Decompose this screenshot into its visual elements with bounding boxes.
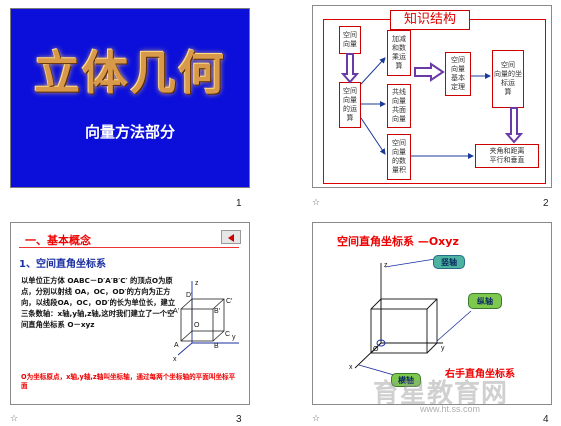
cube-label-D-prime: D′ (186, 292, 193, 299)
cube-label-A-prime: A′ (173, 308, 180, 315)
slide-2-thumbnail[interactable]: 知识结构 空间 向量 加减 和数 乘运 算 空间 向量 基本 定理 空间 向量的… (312, 5, 552, 188)
slide-1-title: 立体几何 (34, 46, 226, 100)
knowledge-arrows (340, 53, 524, 159)
section-title: 一、基本概念 (25, 234, 91, 247)
box-basic-theorem: 空间 向量 基本 定理 (445, 52, 471, 96)
axis-label-z: z (384, 262, 388, 269)
box-vector-ops: 空间 向量 的运 算 (339, 82, 361, 128)
box-angle-distance: 夹角和距离 平行和垂直 (475, 144, 539, 168)
cube-label-B-prime: B′ (214, 308, 221, 315)
watermark-url: www.ht.ss.com (420, 404, 481, 414)
cube-label-y: y (232, 334, 236, 341)
slide-3-thumbnail[interactable]: 一、基本概念 1、空间直角坐标系 以单位正方体 OABC－D′A′B′C′ 的顶… (10, 222, 250, 405)
slide-1-subtitle: 向量方法部分 (84, 123, 175, 141)
back-arrow-icon (228, 234, 234, 242)
slide-2-number: 2 (543, 198, 549, 209)
axis-label-O: O (373, 346, 379, 353)
note-text: O为坐标原点，x轴,y轴,z轴叫坐标轴，通过每两个坐标轴的平面叫坐标平面 (21, 373, 236, 390)
slide-2-star: ☆ (312, 198, 321, 208)
box-add-sub-scalar: 加减 和数 乘运 算 (387, 30, 411, 76)
bubble-horizontal-axis: 横轴 (391, 373, 421, 387)
bubble-vertical-axis: 竖轴 (433, 255, 465, 269)
cube-label-O: O (194, 322, 200, 329)
box-collinear-coplanar: 共线 向量 共面 向量 (387, 84, 411, 128)
axis-label-y: y (441, 345, 445, 352)
slide-4-thumbnail[interactable]: 空间直角坐标系 —Oxyz z y x O 竖轴 纵轴 横轴 (312, 222, 552, 405)
slide-4-star: ☆ (312, 414, 321, 424)
slide-4-title: 空间直角坐标系 —Oxyz (337, 235, 459, 248)
box-dot-product: 空间 向量 的数 量积 (387, 134, 411, 180)
back-nav-button[interactable] (221, 230, 241, 244)
watermark-logo: 育星教育网 (373, 379, 509, 405)
cube-label-C-prime: C′ (226, 298, 233, 305)
slide-3-number: 3 (236, 414, 242, 425)
right-hand-caption: 右手直角坐标系 (445, 369, 515, 380)
axis-label-x: x (349, 364, 353, 371)
slide-1-number: 1 (236, 198, 242, 209)
slide-2-heading: 知识结构 (390, 10, 470, 30)
cube-label-A: A (174, 342, 179, 349)
slide-4-number: 4 (543, 414, 549, 425)
box-coordinate-ops: 空间 向量的坐 标运 算 (492, 50, 524, 108)
cube-label-C: C (225, 331, 230, 338)
body-text: 以单位正方体 OABC－D′A′B′C′ 的顶点O为原点，分别以射线 OA，OC… (21, 276, 176, 329)
cube-label-x: x (173, 356, 177, 363)
bubble-longitudinal-axis: 纵轴 (468, 293, 502, 309)
section-underline (19, 247, 239, 248)
slide-1-thumbnail[interactable]: 立体几何 向量方法部分 (10, 8, 250, 188)
cube-label-z: z (195, 280, 199, 287)
subheading: 1、空间直角坐标系 (19, 259, 106, 270)
slide-3-star: ☆ (10, 414, 19, 424)
unit-cube-diagram: z y x O A B C D′ A′ B′ C′ (173, 280, 239, 363)
cube-label-B: B (214, 343, 219, 350)
